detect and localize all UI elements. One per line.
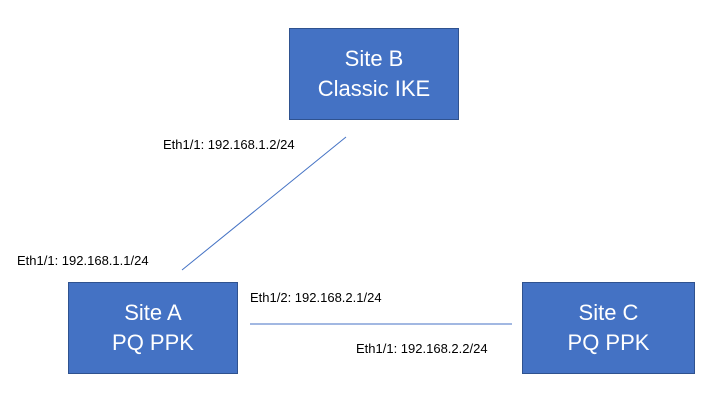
site-b-name: Site B [344,46,404,71]
site-c-node[interactable]: Site C PQ PPK [522,282,695,374]
site-b-node[interactable]: Site B Classic IKE [289,28,459,120]
site-a-name: Site A [124,300,182,325]
site-a-role: PQ PPK [112,330,194,355]
site-a-eth1-1-label: Eth1/1: 192.168.1.1/24 [17,253,149,268]
site-b-interface-label: Eth1/1: 192.168.1.2/24 [163,137,295,152]
site-c-role: PQ PPK [567,330,650,355]
site-a-eth1-2-label: Eth1/2: 192.168.2.1/24 [250,290,382,305]
link-site-a-site-b [181,136,347,271]
site-b-role: Classic IKE [317,76,431,101]
site-c-interface-label: Eth1/1: 192.168.2.2/24 [356,341,488,356]
site-c-name: Site C [578,300,639,325]
site-a-node[interactable]: Site A PQ PPK [68,282,238,374]
